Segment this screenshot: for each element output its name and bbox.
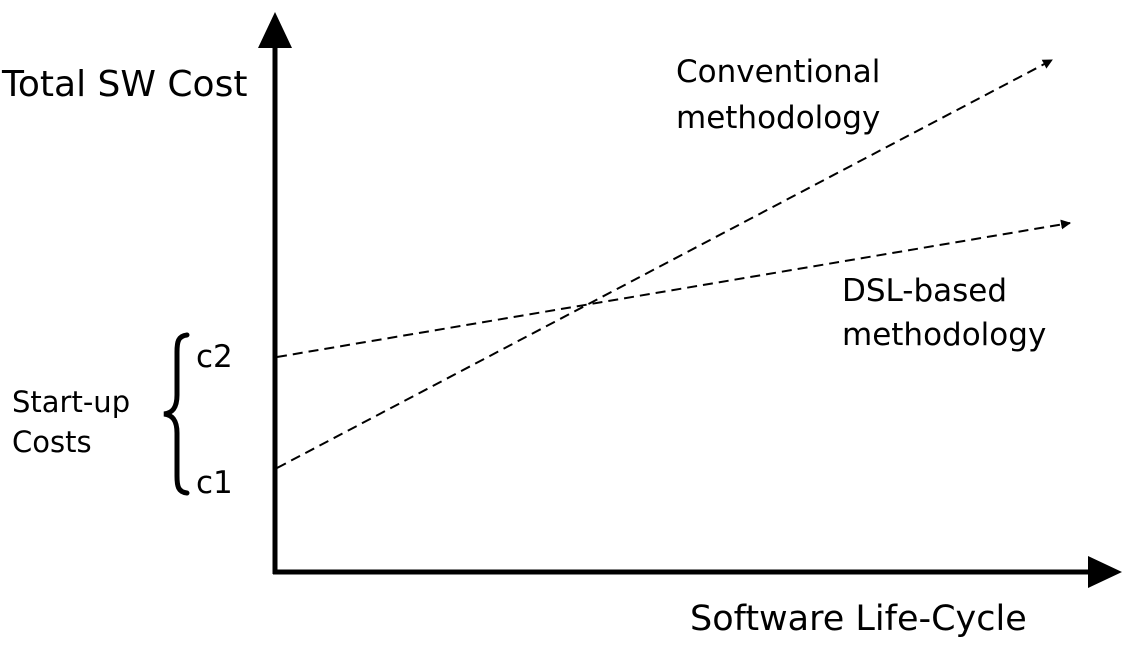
startup-brace (163, 332, 190, 496)
c2-label: c2 (196, 339, 233, 375)
y-axis-label: Total SW Cost (1, 64, 247, 105)
c1-label: c1 (196, 465, 233, 501)
x-axis (273, 556, 1122, 588)
x-axis-label: Software Life-Cycle (690, 599, 1027, 639)
dsl-label-line2: methodology (842, 317, 1046, 353)
x-axis-arrowhead (1088, 556, 1122, 588)
startup-costs-label-line2: Costs (12, 425, 92, 459)
dsl-cost-line (276, 219, 1071, 358)
y-axis-arrowhead (258, 12, 292, 48)
y-axis (258, 12, 292, 574)
conventional-label-line1: Conventional (676, 54, 880, 90)
dsl-label-line1: DSL-based (842, 273, 1007, 309)
conventional-label-line2: methodology (676, 100, 880, 136)
conventional-cost-line (276, 59, 1053, 469)
startup-costs-label-line1: Start-up (12, 385, 130, 419)
